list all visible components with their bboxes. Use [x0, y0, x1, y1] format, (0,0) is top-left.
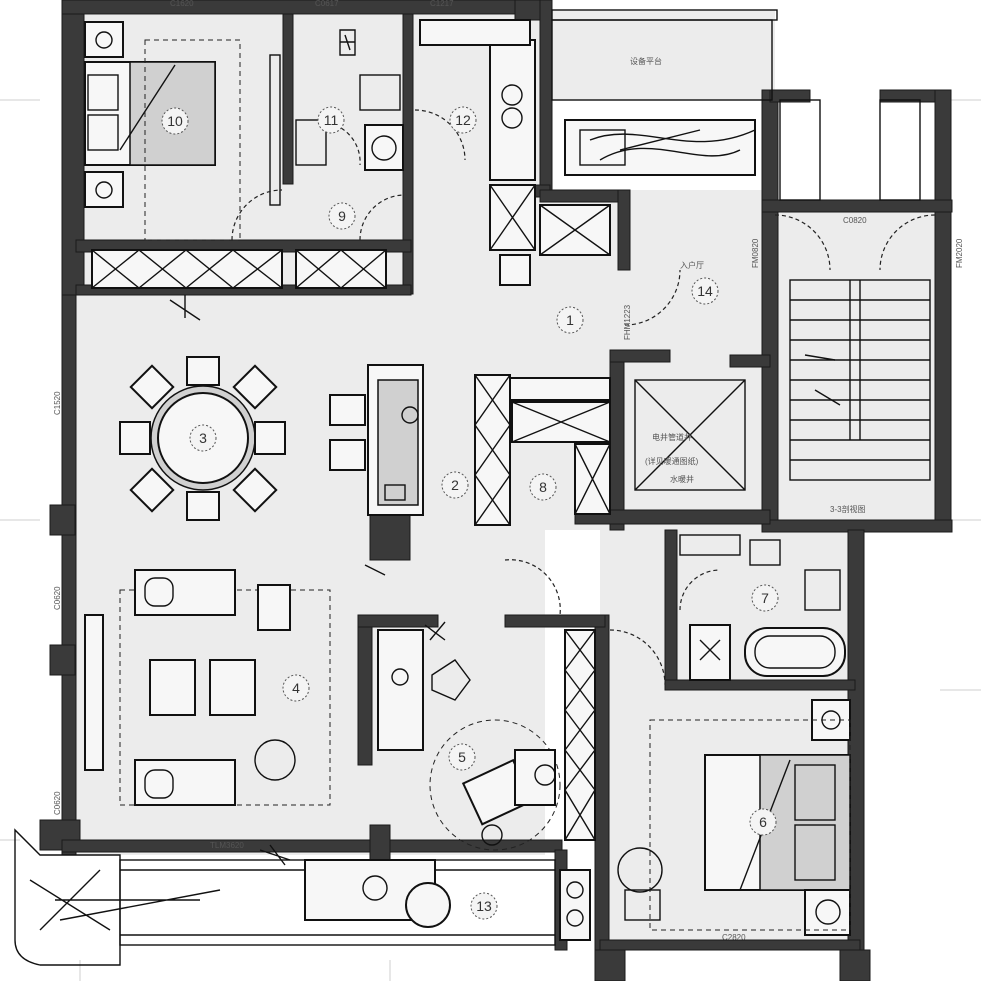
room-label-14: 14: [691, 277, 719, 305]
svg-text:13: 13: [476, 898, 492, 914]
shaft-label-3: 水暖井: [670, 474, 694, 484]
room-label-4: 4: [282, 674, 310, 702]
svg-text:4: 4: [292, 680, 300, 696]
window-code-top1: C1620: [170, 0, 194, 8]
window-code-top2: C0617: [315, 0, 339, 8]
room-labels: 1 2 3 4 5 6 7 8 9 10 11 12 13 14: [161, 106, 779, 920]
svg-text:2: 2: [451, 477, 459, 493]
room-label-7: 7: [751, 584, 779, 612]
shaft-label-2: (详见暖通图纸): [645, 456, 699, 466]
platform-label: 设备平台: [630, 56, 662, 66]
closet-9: [359, 109, 466, 241]
stair-label: 3-3剖视图: [830, 504, 866, 514]
powder-room: [377, 559, 561, 751]
door-code-c0820: C0820: [843, 216, 867, 225]
room-label-11: 11: [317, 106, 345, 134]
svg-text:12: 12: [455, 112, 471, 128]
svg-text:6: 6: [759, 814, 767, 830]
equipment-platform: 设备平台: [551, 9, 778, 101]
window-code-c1520: C1520: [53, 391, 62, 415]
window-code-top3: C1217: [430, 0, 454, 8]
room-label-10: 10: [161, 107, 189, 135]
room-label-2: 2: [441, 471, 469, 499]
svg-text:5: 5: [458, 749, 466, 765]
room-label-5: 5: [448, 743, 476, 771]
door-code-fm0820: FM0820: [751, 238, 760, 268]
svg-text:7: 7: [761, 590, 769, 606]
shaft-label-1: 电井管道井: [652, 432, 692, 442]
svg-text:14: 14: [697, 283, 713, 299]
door-code-fm2020: FM2020: [955, 238, 964, 268]
svg-text:8: 8: [539, 479, 547, 495]
svg-text:1: 1: [566, 312, 574, 328]
svg-text:10: 10: [167, 113, 183, 129]
bathroom-11: [295, 29, 404, 171]
drawing-codes: C1520 C0620 C0620 C2820 C1620 C0617 C121…: [53, 0, 746, 942]
balcony-13: TLM3620: [14, 828, 591, 966]
room-label-1: 1: [556, 306, 584, 334]
room-label-12: 12: [449, 106, 477, 134]
window-code-tlm3620: TLM3620: [210, 841, 244, 850]
bathroom-7: [679, 534, 846, 681]
entry-14: 入户厅 FHM1223: [564, 119, 756, 340]
svg-text:3: 3: [199, 430, 207, 446]
cabinetry: [91, 19, 611, 841]
kitchen-island: [329, 364, 424, 516]
entry-note: 入户厅: [680, 260, 704, 270]
room-label-3: 3: [189, 424, 217, 452]
room-label-9: 9: [328, 202, 356, 230]
door-markers: [169, 295, 841, 866]
door-code-fhm1223: FHM1223: [623, 304, 632, 340]
room-label-6: 6: [749, 808, 777, 836]
svg-text:11: 11: [324, 112, 339, 128]
room-label-13: 13: [470, 892, 498, 920]
stair-core: 3-3剖视图 C0820 FM0820 FM2020: [751, 99, 964, 514]
window-code-c2820: C2820: [722, 933, 746, 942]
window-code-c0620: C0620: [53, 586, 62, 610]
living-room-4: [84, 569, 331, 806]
study-5: [429, 719, 561, 851]
room-label-8: 8: [529, 473, 557, 501]
window-code-c0620b: C0620: [53, 791, 62, 815]
svg-text:9: 9: [338, 208, 346, 224]
shaft-room: 电井管道井 (详见暖通图纸) 水暖井: [634, 379, 746, 491]
